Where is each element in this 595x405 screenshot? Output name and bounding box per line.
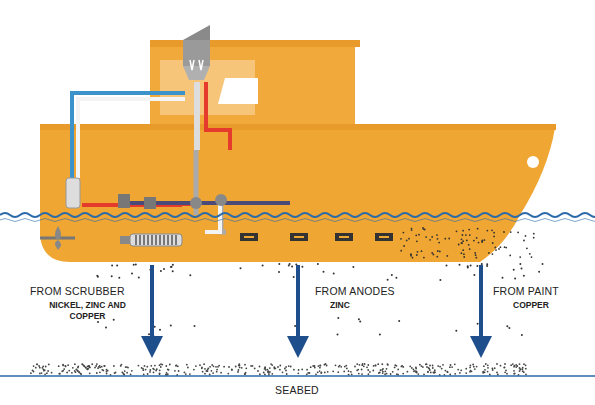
hull (40, 128, 555, 262)
source-label: NICKEL, ZINC AND COPPER (40, 300, 135, 321)
seabed-label: SEABED (275, 384, 319, 397)
source-label: COPPER (513, 300, 549, 311)
hot-pipe (206, 82, 230, 150)
source-label: FROM ANODES (315, 285, 395, 298)
cabin-roof (150, 40, 360, 47)
scrubber-tower (183, 66, 210, 80)
waterline (0, 213, 595, 217)
source-label: ZINC (330, 300, 350, 311)
water-pipe (72, 93, 185, 178)
cabin (150, 45, 355, 130)
valve (190, 197, 202, 209)
exhaust-pipe (194, 82, 200, 150)
flow-arrows (141, 265, 492, 358)
source-label: FROM PAINT (493, 285, 559, 298)
anodes (240, 233, 393, 241)
porthole (527, 156, 539, 168)
heat-exchanger (66, 178, 80, 208)
source-label: FROM SCRUBBER (30, 285, 125, 298)
funnel (183, 40, 210, 66)
deck-line (40, 124, 556, 130)
cabin-window (218, 78, 258, 104)
funnel-top (183, 25, 210, 40)
pump (118, 194, 130, 208)
railing (360, 100, 532, 124)
seabed-sediment (30, 363, 527, 376)
propeller (55, 226, 61, 250)
particles (96, 227, 543, 337)
seabed-line (0, 375, 595, 377)
scrubber-discharge (130, 234, 182, 246)
